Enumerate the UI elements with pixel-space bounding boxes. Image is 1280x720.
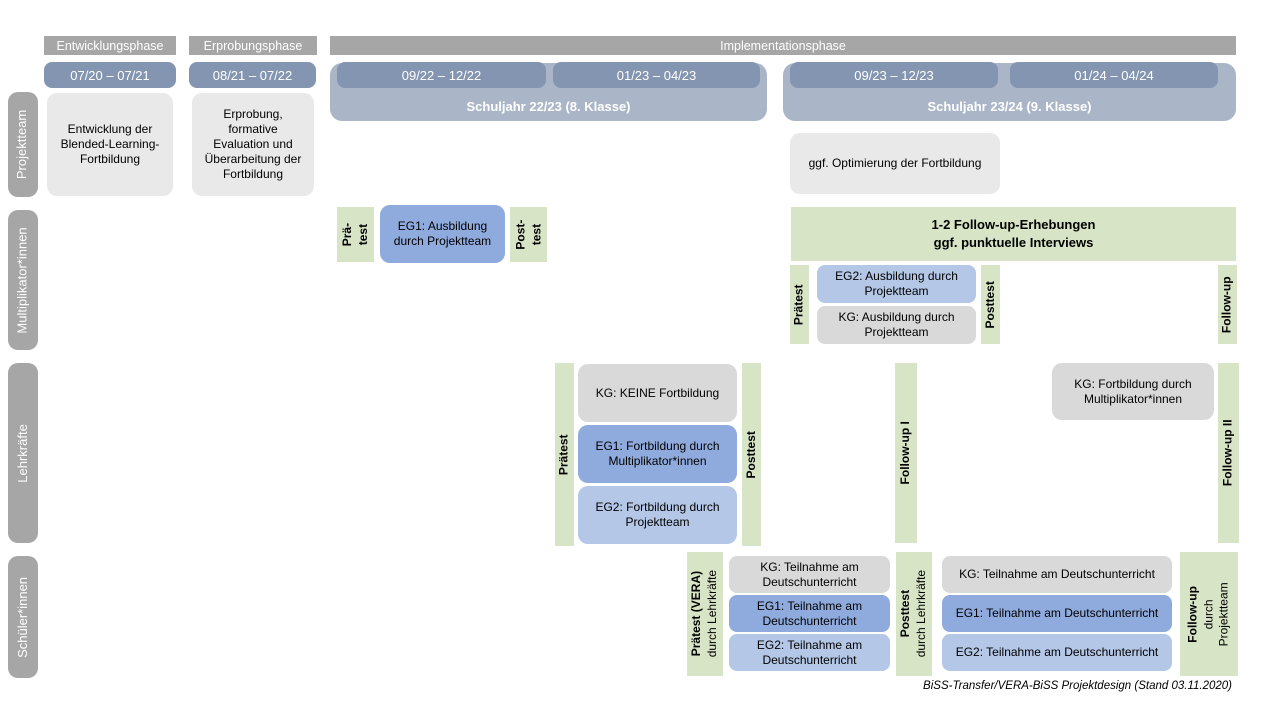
box-optimierung-fortbildung: ggf. Optimierung der Fortbildung — [790, 133, 1000, 194]
phase-header-erprobung: Erprobungsphase — [189, 36, 317, 55]
lehrkraefte-followup2-text: Follow-up II — [1220, 419, 1235, 487]
box-eg2-ausbildung-projektteam: EG2: Ausbildung durch Projektteam — [817, 265, 976, 303]
followup-band-line2: ggf. punktuelle Interviews — [933, 235, 1094, 250]
schueler-posttest-text: Posttest durch Lehrkräfte — [898, 570, 929, 658]
lehrkraefte-posttest-text: Posttest — [743, 430, 758, 479]
box-entwicklung-fortbildung: Entwicklung der Blended-Learning-Fortbil… — [47, 93, 173, 196]
box-eg1-deutschunterricht-2: EG1: Teilnahme am Deutschunterricht — [942, 595, 1172, 632]
lehrkraefte-followup1-strip: Follow-up I — [895, 363, 917, 543]
multiplikatoren-praetest2-strip: Prätest — [790, 265, 809, 344]
row-label-projektteam-text: Projektteam — [14, 109, 30, 180]
period-07-20: 07/20 – 07/21 — [44, 62, 176, 88]
schueler-praetest-text: Prätest (VERA) durch Lehrkräfte — [689, 570, 720, 658]
schueler-followup-strip: Follow-up durch Projektteam — [1180, 552, 1238, 676]
box-kg-keine-fortbildung: KG: KEINE Fortbildung — [578, 364, 737, 422]
period-01-23: 01/23 – 04/23 — [553, 62, 760, 88]
phase-header-implementation: Implementationsphase — [330, 36, 1236, 55]
box-kg-deutschunterricht-2: KG: Teilnahme am Deutschunterricht — [942, 556, 1172, 593]
lehrkraefte-followup1-text: Follow-up I — [898, 421, 913, 485]
lehrkraefte-followup2-strip: Follow-up II — [1218, 363, 1239, 543]
box-eg2-deutschunterricht-1: EG2: Teilnahme am Deutschunterricht — [729, 634, 890, 671]
schueler-followup-text: Follow-up durch Projektteam — [1185, 581, 1231, 647]
period-01-24: 01/24 – 04/24 — [1010, 62, 1218, 88]
multiplikatoren-praetest-strip: Prä- test — [337, 207, 374, 262]
lehrkraefte-posttest-strip: Posttest — [742, 363, 761, 546]
row-label-schueler-text: Schüler*innen — [14, 576, 30, 658]
row-label-schueler: Schüler*innen — [8, 556, 38, 678]
multiplikatoren-praetest2-text: Prätest — [791, 284, 806, 325]
multiplikatoren-posttest-text: Post- test — [512, 219, 543, 250]
schueler-praetest-strip: Prätest (VERA) durch Lehrkräfte — [687, 552, 723, 676]
box-kg-deutschunterricht-1: KG: Teilnahme am Deutschunterricht — [729, 556, 890, 593]
multiplikatoren-posttest2-strip: Posttest — [981, 265, 1000, 344]
multiplikatoren-posttest-strip: Post- test — [510, 207, 547, 262]
row-label-multiplikatoren-text: Multiplikator*innen — [14, 226, 30, 334]
period-09-22: 09/22 – 12/22 — [337, 62, 546, 88]
box-eg2-deutschunterricht-2: EG2: Teilnahme am Deutschunterricht — [942, 634, 1172, 671]
multiplikatoren-followup-strip: Follow-up — [1218, 265, 1237, 344]
followup-erhebungen-band: 1-2 Follow-up-Erhebungen ggf. punktuelle… — [791, 207, 1236, 261]
lehrkraefte-praetest-text: Prätest — [556, 434, 571, 475]
schueler-posttest-strip: Posttest durch Lehrkräfte — [896, 552, 932, 676]
box-erprobung-evaluation: Erprobung, formative Evaluation und Über… — [192, 93, 314, 196]
row-label-lehrkraefte-text: Lehrkräfte — [14, 423, 30, 483]
phase-header-entwicklung: Entwicklungsphase — [44, 36, 176, 55]
row-label-lehrkraefte: Lehrkräfte — [8, 363, 38, 543]
multiplikatoren-posttest2-text: Posttest — [982, 280, 997, 329]
lehrkraefte-praetest-strip: Prätest — [555, 363, 574, 546]
footer-caption: BiSS-Transfer/VERA-BiSS Projektdesign (S… — [923, 680, 1232, 692]
row-label-multiplikatoren: Multiplikator*innen — [8, 210, 38, 350]
period-08-21: 08/21 – 07/22 — [189, 62, 316, 88]
box-kg-ausbildung-projektteam: KG: Ausbildung durch Projektteam — [817, 306, 976, 344]
box-eg1-ausbildung-projektteam: EG1: Ausbildung durch Projektteam — [380, 205, 505, 263]
followup-band-line1: 1-2 Follow-up-Erhebungen — [931, 216, 1096, 232]
row-label-projektteam: Projektteam — [8, 92, 38, 197]
box-kg-fortbildung-multiplikatoren: KG: Fortbildung durch Multiplikator*inne… — [1052, 363, 1214, 420]
box-eg1-deutschunterricht-1: EG1: Teilnahme am Deutschunterricht — [729, 595, 890, 632]
period-09-23: 09/23 – 12/23 — [790, 62, 998, 88]
multiplikatoren-praetest-text: Prä- test — [339, 222, 370, 247]
multiplikatoren-followup-text: Follow-up — [1219, 276, 1234, 333]
box-eg1-fortbildung-multiplikatoren: EG1: Fortbildung durch Multiplikator*inn… — [578, 425, 737, 483]
box-eg2-fortbildung-projektteam: EG2: Fortbildung durch Projektteam — [578, 486, 737, 544]
